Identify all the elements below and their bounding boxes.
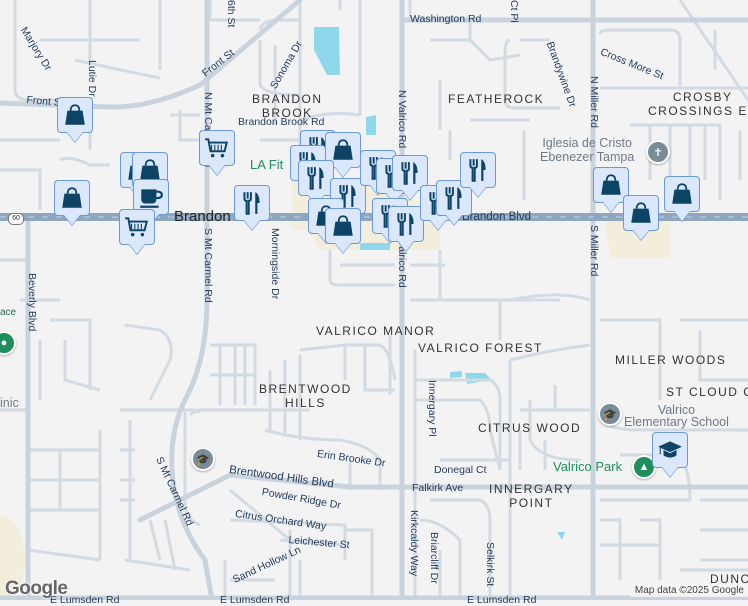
shopping-bag-icon bbox=[598, 172, 624, 198]
street-label: Beverly Blvd bbox=[26, 273, 38, 332]
street-label: Brandon Blvd bbox=[462, 211, 532, 223]
neighborhood-label: INNERGARY POINT bbox=[489, 482, 574, 510]
street-label: 6th St bbox=[225, 0, 237, 28]
neighborhood-label: ST CLOUD C bbox=[666, 385, 748, 399]
restaurant-icon bbox=[239, 190, 265, 216]
shopping-cart-marker[interactable] bbox=[119, 209, 155, 245]
restaurant-icon bbox=[393, 211, 419, 237]
neighborhood-label: DUNC bbox=[710, 572, 748, 586]
street-label: Lutie Dr bbox=[86, 60, 98, 97]
school-pin-icon[interactable]: 🎓 bbox=[191, 447, 215, 471]
shopping-bag-icon bbox=[62, 102, 88, 128]
street-label: E Lumsden Rd bbox=[220, 594, 290, 606]
restaurant-icon bbox=[441, 185, 467, 211]
school-pin-icon[interactable]: 🎓 bbox=[598, 402, 622, 426]
shopping-bag-icon bbox=[330, 137, 356, 163]
shopping-bag-marker[interactable] bbox=[325, 208, 361, 244]
church-icon[interactable]: ✝ bbox=[646, 140, 670, 164]
shopping-bag-icon bbox=[628, 200, 654, 226]
shopping-bag-marker[interactable] bbox=[664, 176, 700, 212]
front-st-road bbox=[0, 0, 303, 110]
restaurant-marker[interactable] bbox=[298, 160, 334, 196]
neighborhood-label: MILLER WOODS bbox=[615, 353, 727, 367]
neighborhood-label: VALRICO MANOR bbox=[316, 324, 436, 338]
shopping-cart-icon bbox=[204, 135, 230, 161]
street-label: Brandon Brook Rd bbox=[238, 116, 325, 128]
street-label: Innergary Pl bbox=[426, 380, 438, 437]
poi-label: ace bbox=[0, 307, 17, 318]
street-label: Donegal Ct bbox=[434, 464, 487, 476]
street-label: Washington Rd bbox=[410, 13, 482, 25]
shopping-bag-icon bbox=[59, 185, 85, 211]
coffee-icon bbox=[138, 184, 164, 210]
poi-label: inic bbox=[0, 396, 19, 410]
park-tree-icon[interactable]: ▲ bbox=[632, 455, 656, 479]
shopping-bag-marker[interactable] bbox=[623, 195, 659, 231]
restaurant-marker[interactable] bbox=[388, 206, 424, 242]
neighborhood-label: CITRUS WOOD bbox=[478, 421, 582, 435]
neighborhood-label: VALRICO FOREST bbox=[418, 341, 543, 355]
neighborhood-label: BRENTWOOD HILLS bbox=[259, 382, 352, 410]
map-attribution: Map data ©2025 Google bbox=[630, 584, 748, 597]
shopping-cart-icon bbox=[124, 214, 150, 240]
street-label: N Valrico Rd bbox=[396, 90, 408, 149]
neighborhood-label: BRANDON BROOK bbox=[252, 92, 323, 120]
google-logo: Google bbox=[5, 578, 68, 599]
school-marker[interactable] bbox=[652, 432, 688, 468]
street-label: Selkirk St bbox=[484, 542, 496, 587]
street-label: Ct Pl bbox=[508, 0, 520, 23]
restaurant-icon bbox=[397, 160, 423, 186]
street-label: N Miller Rd bbox=[588, 76, 600, 128]
shopping-bag-icon bbox=[330, 213, 356, 239]
restaurant-marker[interactable] bbox=[234, 185, 270, 221]
street-label: S Mt Carmel Rd bbox=[202, 228, 214, 303]
route-60-shield: 60 bbox=[8, 213, 24, 225]
street-label: Falkirk Ave bbox=[412, 482, 464, 494]
street-label: E Lumsden Rd bbox=[467, 594, 537, 606]
poi-valrico-school-label[interactable]: Valrico Elementary School bbox=[624, 403, 729, 429]
restaurant-icon bbox=[303, 165, 329, 191]
street-label: S Miller Rd bbox=[588, 225, 600, 277]
restaurant-marker[interactable] bbox=[460, 152, 496, 188]
street-label: Morningside Dr bbox=[269, 228, 281, 300]
shopping-bag-icon bbox=[669, 181, 695, 207]
shopping-bag-marker[interactable] bbox=[57, 97, 93, 133]
neighborhood-label: FEATHEROCK bbox=[448, 92, 545, 106]
street-label: Brandon bbox=[174, 208, 231, 225]
poi-iglesia-label[interactable]: Iglesia de Cristo Ebenezer Tampa bbox=[540, 136, 635, 164]
shopping-bag-icon bbox=[137, 157, 163, 183]
school-icon bbox=[657, 437, 683, 463]
shopping-cart-marker[interactable] bbox=[199, 130, 235, 166]
neighborhood-label: CROSBY CROSSINGS EA bbox=[648, 90, 748, 118]
poi-valrico-park-label[interactable]: Valrico Park bbox=[553, 459, 623, 474]
street-label: Briarcliff Dr bbox=[428, 532, 440, 584]
shopping-bag-marker[interactable] bbox=[54, 180, 90, 216]
poi-la-fitness[interactable]: LA Fit bbox=[250, 157, 284, 172]
street-label: Kirkcaldy Way bbox=[408, 510, 420, 577]
restaurant-icon bbox=[465, 157, 491, 183]
poi-pin-icon[interactable]: ● bbox=[0, 331, 16, 355]
